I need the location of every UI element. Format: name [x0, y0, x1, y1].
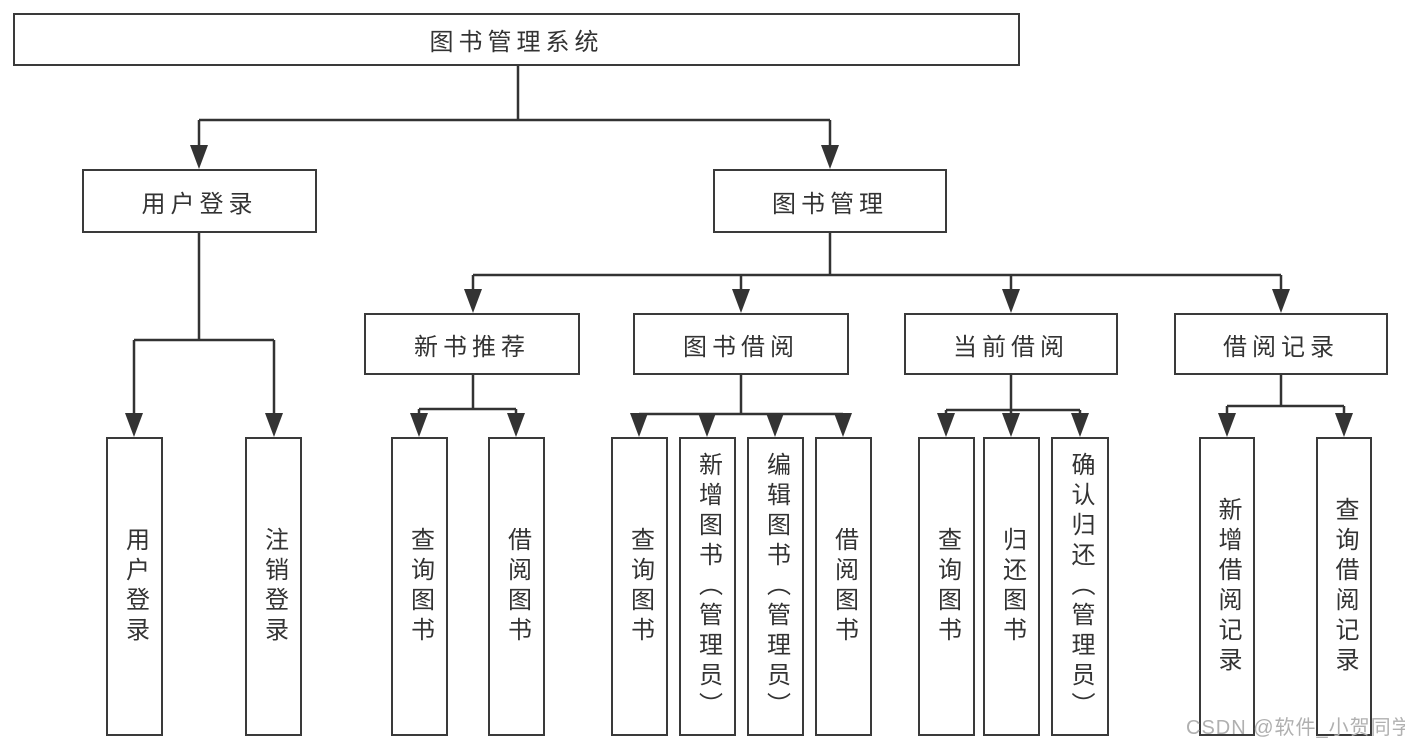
leaf-edit-books-admin: 编辑图书（管理员）	[747, 437, 804, 736]
leaf-user-login-label: 用户登录	[121, 526, 149, 647]
leaf-return-books-label: 归还图书	[998, 526, 1026, 647]
node-current-borrowing: 当前借阅	[904, 313, 1118, 375]
leaf-borrow-books-label: 借阅图书	[830, 526, 858, 647]
csdn-watermark: CSDN @软件_小贺同学	[1186, 717, 1405, 739]
node-book-management-label: 图书管理	[772, 190, 888, 218]
leaf-query-books-current: 查询图书	[918, 437, 975, 736]
node-current-borrowing-label: 当前借阅	[953, 333, 1069, 361]
leaf-add-borrow-record: 新增借阅记录	[1199, 437, 1255, 736]
leaf-logout-label: 注销登录	[260, 526, 288, 647]
node-library-system: 图书管理系统	[13, 13, 1020, 66]
node-book-borrowing-label: 图书借阅	[683, 333, 799, 361]
leaf-borrow-books-recommend-label: 借阅图书	[503, 526, 531, 647]
node-book-management: 图书管理	[713, 169, 947, 233]
leaf-query-books-recommend: 查询图书	[391, 437, 448, 736]
leaf-query-borrow-record-label: 查询借阅记录	[1331, 496, 1358, 677]
node-user-login-label: 用户登录	[141, 190, 258, 218]
leaf-return-books: 归还图书	[983, 437, 1040, 736]
leaf-borrow-books: 借阅图书	[815, 437, 872, 736]
leaf-query-books-recommend-label: 查询图书	[406, 526, 434, 647]
leaf-confirm-return-admin-label: 确认归还（管理员）	[1067, 451, 1094, 722]
leaf-borrow-books-recommend: 借阅图书	[488, 437, 545, 736]
leaf-add-borrow-record-label: 新增借阅记录	[1214, 496, 1241, 677]
leaf-query-books-borrow: 查询图书	[611, 437, 668, 736]
node-new-book-recommend: 新书推荐	[364, 313, 580, 375]
node-new-book-recommend-label: 新书推荐	[414, 333, 530, 361]
node-book-borrowing: 图书借阅	[633, 313, 849, 375]
leaf-query-books-borrow-label: 查询图书	[626, 526, 654, 647]
leaf-confirm-return-admin: 确认归还（管理员）	[1051, 437, 1109, 736]
arrowheads	[125, 145, 1353, 437]
leaf-query-borrow-record: 查询借阅记录	[1316, 437, 1372, 736]
leaf-query-books-current-label: 查询图书	[933, 526, 961, 647]
leaf-logout: 注销登录	[245, 437, 302, 736]
leaf-user-login: 用户登录	[106, 437, 163, 736]
leaf-add-books-admin: 新增图书（管理员）	[679, 437, 736, 736]
node-user-login: 用户登录	[82, 169, 317, 233]
node-borrowing-records-label: 借阅记录	[1223, 333, 1339, 361]
leaf-edit-books-admin-label: 编辑图书（管理员）	[762, 451, 790, 722]
leaf-add-books-admin-label: 新增图书（管理员）	[694, 451, 722, 722]
node-library-system-label: 图书管理系统	[429, 29, 604, 56]
node-borrowing-records: 借阅记录	[1174, 313, 1388, 375]
